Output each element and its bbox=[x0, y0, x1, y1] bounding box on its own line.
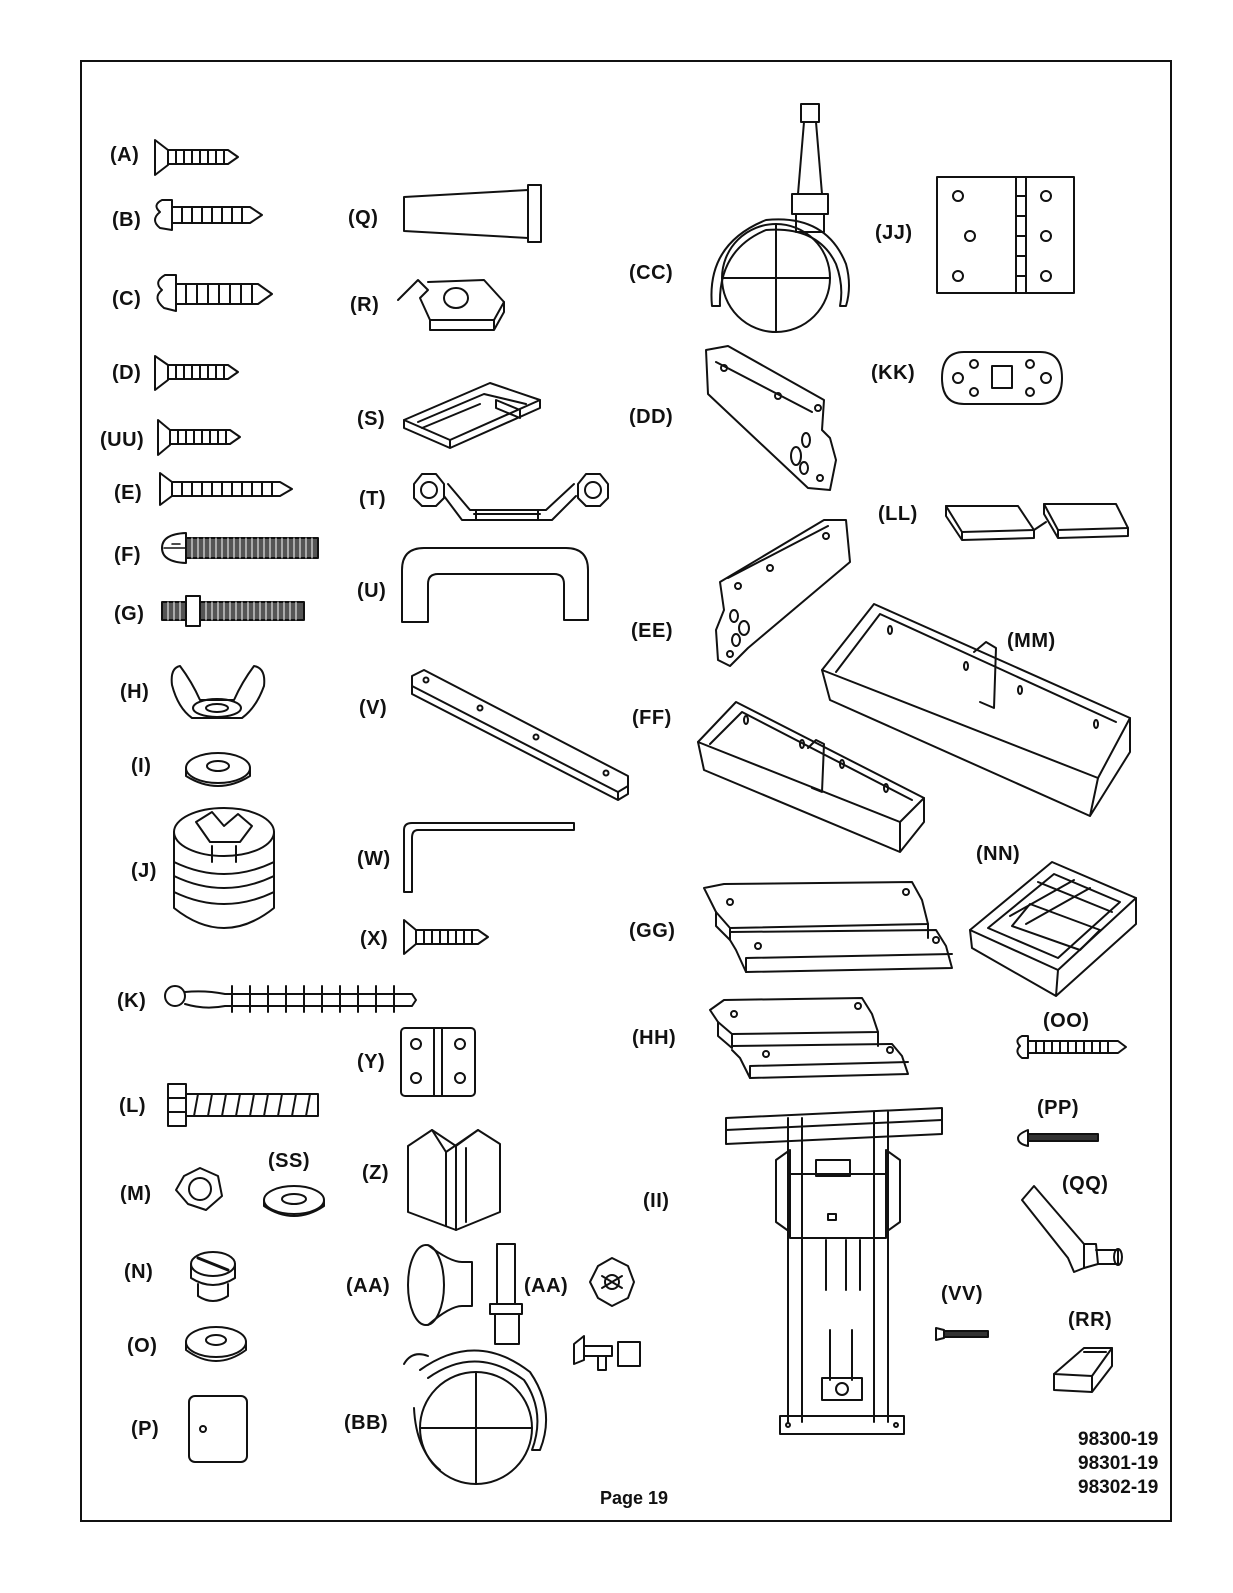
knob-aa-drawing bbox=[408, 1245, 472, 1325]
tray-mm-drawing bbox=[822, 604, 1130, 816]
hex-nut-m-drawing bbox=[176, 1168, 222, 1210]
covers-ll-drawing bbox=[946, 504, 1128, 540]
bracket-dd-drawing bbox=[706, 346, 836, 490]
slide-assembly-ii-drawing bbox=[726, 1108, 942, 1434]
corner-block-z-drawing bbox=[408, 1130, 500, 1230]
bracket-s-drawing bbox=[404, 383, 540, 448]
hex-key-w-drawing bbox=[404, 823, 574, 892]
screw-b-drawing bbox=[155, 200, 262, 230]
washer-ss-drawing bbox=[264, 1186, 324, 1216]
pad-p-drawing bbox=[189, 1396, 247, 1462]
screw-uu-drawing bbox=[158, 420, 240, 455]
handle-t-drawing bbox=[414, 474, 608, 520]
clip-r-drawing bbox=[398, 280, 504, 330]
bolt-f-drawing bbox=[162, 533, 318, 563]
model-number-2: 98301-19 bbox=[1078, 1452, 1158, 1476]
peg-q-drawing bbox=[404, 185, 541, 242]
dowel-g-drawing bbox=[162, 596, 304, 626]
screw-d-drawing bbox=[155, 356, 238, 390]
model-number-1: 98300-19 bbox=[1078, 1428, 1158, 1452]
screw-oo-drawing bbox=[1017, 1036, 1126, 1058]
screw-e-drawing bbox=[160, 473, 292, 505]
washer-i-drawing bbox=[186, 753, 250, 786]
bracket-ee-drawing bbox=[716, 520, 850, 666]
bar-v-drawing bbox=[412, 670, 628, 800]
lever-qq-drawing bbox=[1022, 1186, 1122, 1272]
page-number: Page 19 bbox=[600, 1488, 668, 1509]
blocks-gg-drawing bbox=[704, 882, 952, 972]
screw-c-drawing bbox=[157, 275, 272, 311]
model-number-3: 98302-19 bbox=[1078, 1476, 1158, 1500]
screw-a-drawing bbox=[155, 140, 238, 175]
connector-bolt-k-drawing bbox=[165, 986, 416, 1012]
caster-cc-drawing bbox=[711, 104, 849, 332]
bolt-pp-drawing bbox=[1018, 1130, 1098, 1146]
insert-nut-n-drawing bbox=[191, 1252, 235, 1301]
washer-o-drawing bbox=[186, 1327, 246, 1361]
tray-nn-drawing bbox=[970, 862, 1136, 996]
hinge-jj-drawing bbox=[937, 177, 1074, 293]
screw-x-drawing bbox=[404, 920, 488, 954]
caster-bb-drawing bbox=[404, 1244, 546, 1484]
cam-lock-j-drawing bbox=[174, 808, 274, 928]
tray-ff-drawing bbox=[698, 702, 924, 852]
u-handle-drawing bbox=[402, 548, 588, 622]
block-rr-drawing bbox=[1054, 1348, 1112, 1392]
wing-nut-h-drawing bbox=[172, 666, 265, 718]
blocks-hh-drawing bbox=[710, 998, 908, 1078]
knob-aa-octagon-drawing bbox=[574, 1258, 640, 1370]
plate-kk-drawing bbox=[942, 352, 1062, 404]
hex-bolt-l-drawing bbox=[168, 1084, 318, 1126]
hinge-y-drawing bbox=[401, 1028, 475, 1096]
bolt-vv-drawing bbox=[936, 1328, 988, 1340]
model-numbers: 98300-19 98301-19 98302-19 bbox=[1078, 1428, 1158, 1500]
